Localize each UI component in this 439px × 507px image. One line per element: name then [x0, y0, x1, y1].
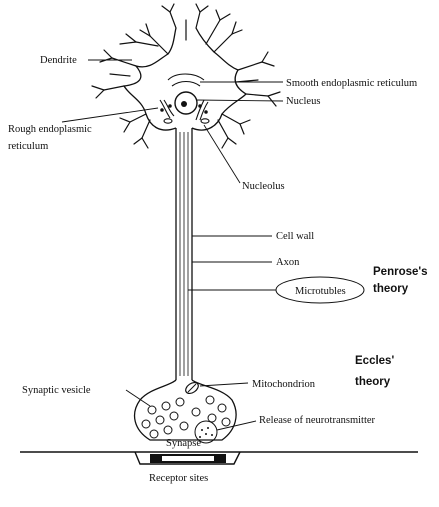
mitochondrion [185, 381, 199, 395]
nucleolus [163, 118, 210, 124]
label-nucleolus: Nucleolus [242, 181, 285, 192]
cell-body [122, 27, 248, 131]
label-rough-er-1: Rough endoplasmic [8, 124, 92, 135]
label-mitochondrion: Mitochondrion [252, 379, 316, 390]
leader-lines [61, 59, 284, 431]
microtubles-oval [275, 276, 365, 304]
label-axon: Axon [276, 257, 300, 268]
label-smooth-er: Smooth endoplasmic reticulum [286, 78, 417, 89]
axon-terminal [133, 379, 237, 441]
penrose-theory-line2: theory [373, 283, 409, 295]
label-rough-er-2: reticulum [8, 141, 48, 152]
label-receptor-sites: Receptor sites [149, 473, 208, 484]
label-dendrite: Dendrite [40, 55, 77, 66]
neurotransmitter-release [194, 420, 218, 444]
label-synaptic-vesicle: Synaptic vesicle [22, 385, 91, 396]
rough-er [159, 99, 209, 121]
smooth-er [167, 73, 205, 87]
eccles-theory-line1: Eccles' [355, 355, 394, 367]
dendrites [91, 3, 281, 149]
label-nucleus: Nucleus [286, 96, 320, 107]
postsynaptic-membrane [20, 451, 418, 465]
axon [175, 128, 193, 380]
label-release: Release of neurotransmitter [259, 415, 376, 426]
synaptic-vesicles [141, 395, 231, 439]
label-synapse: Synapse [166, 438, 201, 449]
label-cell-wall: Cell wall [276, 231, 314, 242]
label-microtubles: Microtubles [295, 286, 346, 297]
microtubules [179, 132, 189, 376]
eccles-theory-line2: theory [355, 376, 391, 388]
nucleus [174, 91, 198, 115]
penrose-theory-line1: Penrose's [373, 266, 428, 278]
